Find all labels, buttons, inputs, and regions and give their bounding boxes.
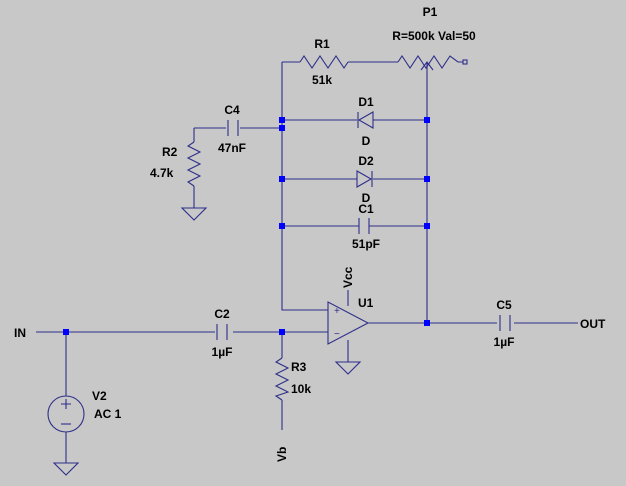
capacitor-c5-plates [499, 315, 511, 331]
junction-r3-node [279, 329, 285, 335]
junction-d1-left [279, 117, 285, 123]
port-out-label: OUT [580, 317, 606, 331]
junction-d2-right [424, 176, 430, 182]
diode-d1[interactable] [357, 111, 374, 129]
c1-value: 51pF [352, 237, 380, 251]
resistor-r3-zigzag [274, 357, 290, 401]
potentiometer-p1-terminal [462, 59, 468, 65]
c5-value: 1µF [494, 335, 515, 349]
capacitor-c1[interactable] [358, 218, 370, 234]
opamp-u1-minus-sign: − [334, 329, 340, 340]
junction-c1-left [279, 223, 285, 229]
p1-value: R=500k Val=50 [392, 29, 476, 43]
voltage-source-v2[interactable] [47, 395, 85, 433]
u1-vcc-label: Vcc [341, 266, 355, 288]
p1-name: P1 [423, 5, 438, 19]
wire-left-column [281, 62, 328, 311]
d2-value: D [362, 191, 371, 205]
labels: IN OUT P1 R=500k Val=50 R1 51k C4 47nF R… [14, 5, 606, 462]
capacitor-c2-plates [216, 324, 228, 340]
capacitor-c4[interactable] [227, 120, 239, 136]
c4-value: 47nF [218, 141, 246, 155]
ground-opamp-triangle [334, 361, 362, 375]
r2-name: R2 [162, 145, 178, 159]
r1-name: R1 [314, 37, 330, 51]
capacitor-c2[interactable] [216, 324, 228, 340]
c5-name: C5 [496, 298, 512, 312]
junction-d1-right [424, 117, 430, 123]
junction-input-v2 [63, 329, 69, 335]
resistor-r2-zigzag [186, 141, 202, 187]
d2-name: D2 [358, 154, 374, 168]
potentiometer-p1-zigzag [397, 55, 463, 69]
c1-name: C1 [358, 202, 374, 216]
v2-value: AC 1 [94, 407, 122, 421]
capacitor-c1-plates [358, 218, 370, 234]
capacitor-c5[interactable] [499, 315, 511, 331]
opamp-u1-plus-sign: + [334, 306, 340, 317]
c4-name: C4 [224, 103, 240, 117]
r3-vb-label: Vb [275, 447, 289, 462]
resistor-r1-zigzag [299, 55, 349, 69]
r3-name: R3 [291, 360, 307, 374]
junctions [63, 117, 430, 335]
r3-value: 10k [291, 382, 311, 396]
ground-v2 [52, 462, 80, 476]
c2-name: C2 [214, 307, 230, 321]
opamp-u1-body [327, 301, 370, 345]
ground-r2 [180, 207, 208, 221]
voltage-source-v2-plus [61, 399, 71, 409]
potentiometer-p1[interactable] [397, 55, 468, 80]
junction-output-node [424, 320, 430, 326]
resistor-r3[interactable] [274, 357, 290, 401]
d1-name: D1 [358, 95, 374, 109]
port-in-label: IN [14, 326, 26, 340]
junction-d2-left [279, 176, 285, 182]
u1-name: U1 [358, 296, 374, 310]
voltage-source-v2-circle [47, 395, 85, 433]
r1-value: 51k [312, 73, 332, 87]
ground-opamp [334, 361, 362, 375]
ground-r2-triangle [180, 207, 208, 221]
diode-d2-triangle [356, 170, 373, 188]
junction-c1-right [424, 223, 430, 229]
ground-v2-triangle [52, 462, 80, 476]
resistor-r2[interactable] [186, 141, 202, 187]
wires [36, 61, 578, 463]
r2-value: 4.7k [150, 166, 174, 180]
potentiometer-p1-wiper-arrow [420, 61, 434, 80]
capacitor-c4-plates [227, 120, 239, 136]
resistor-r1[interactable] [299, 55, 349, 69]
diode-d1-triangle [357, 111, 374, 129]
diode-d2[interactable] [356, 170, 373, 188]
c2-value: 1µF [212, 345, 233, 359]
v2-name: V2 [92, 389, 107, 403]
d1-value: D [362, 134, 371, 148]
opamp-u1[interactable]: + − [327, 301, 370, 345]
junction-c4-node [279, 125, 285, 131]
